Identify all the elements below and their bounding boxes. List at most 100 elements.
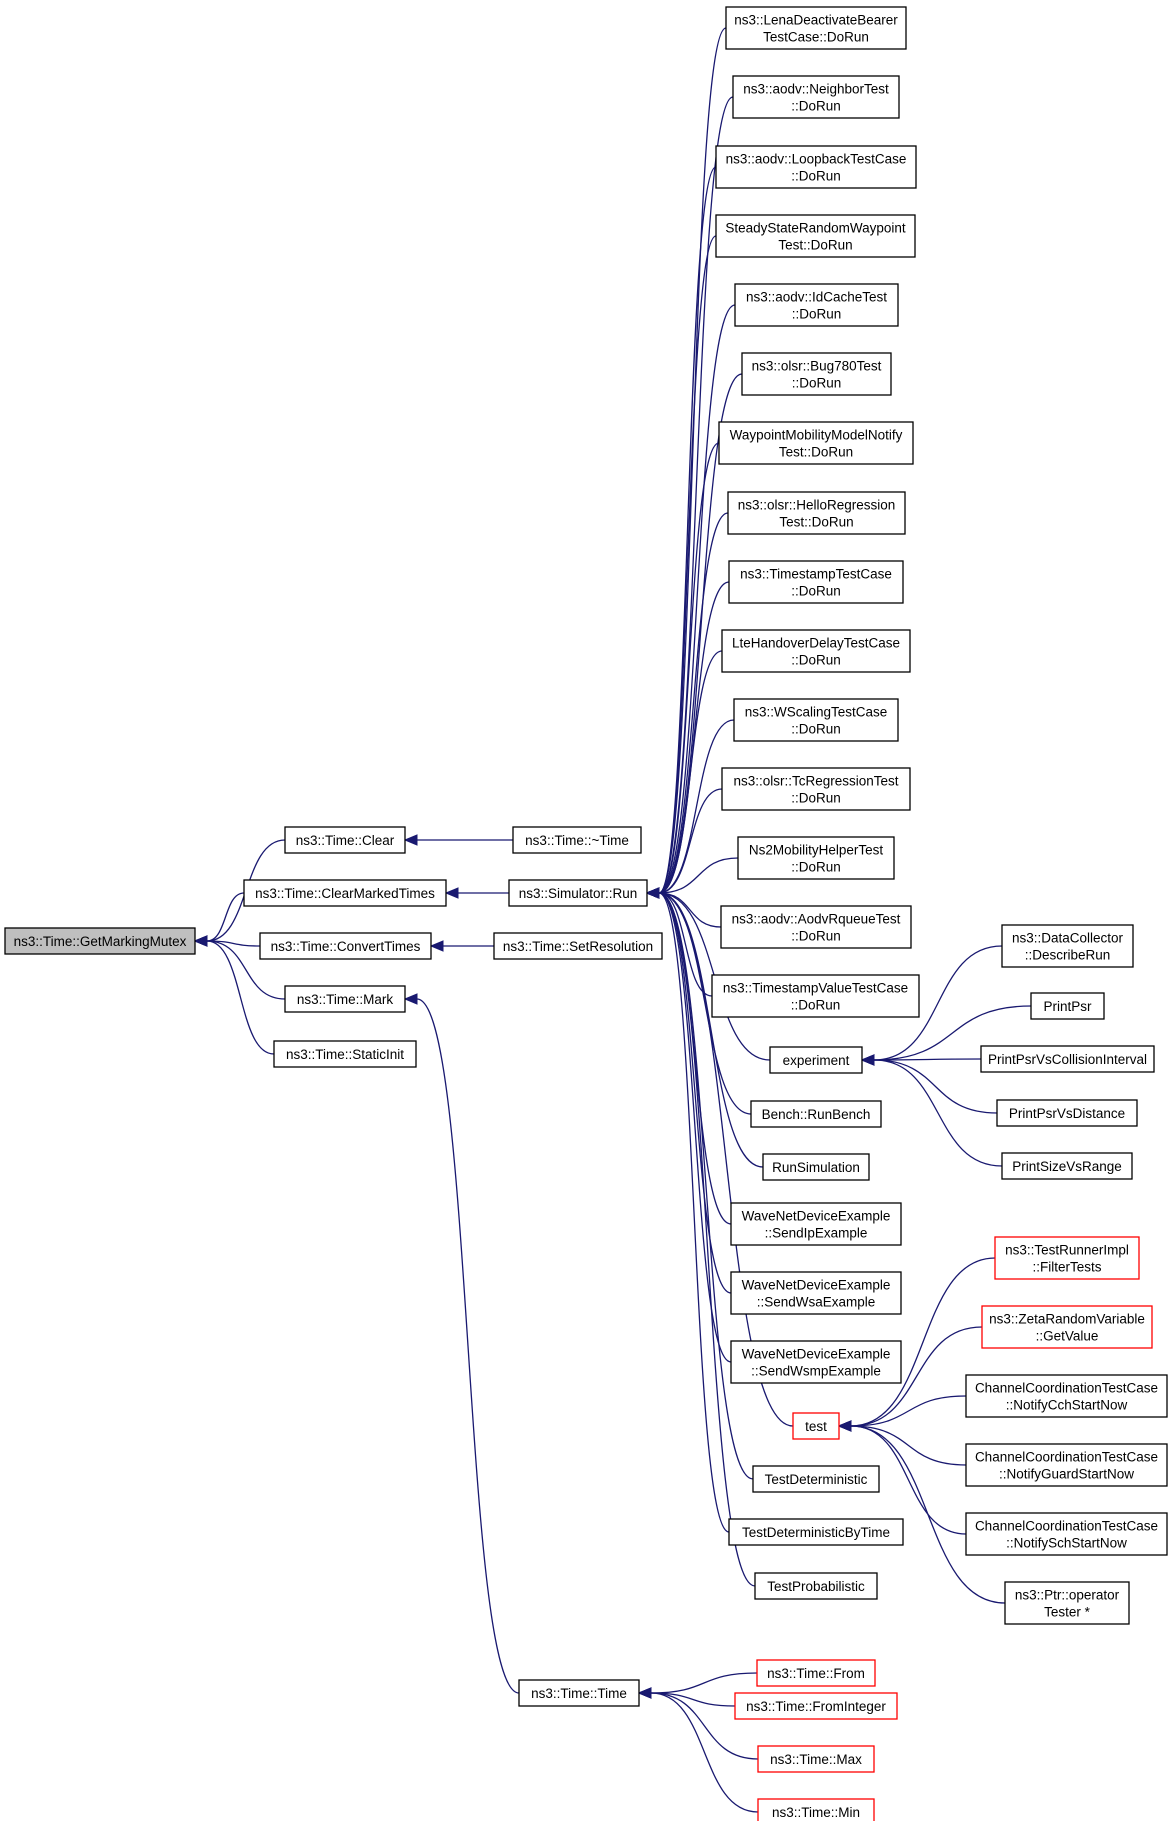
node-getvalue[interactable]: ns3::ZetaRandomVariable::GetValue	[981, 1305, 1153, 1349]
node-label-converttimes-0: ns3::Time::ConvertTimes	[271, 939, 421, 954]
node-box-printpsrdist	[996, 1099, 1138, 1127]
node-notifycch[interactable]: ChannelCoordinationTestCase::NotifyCchSt…	[965, 1374, 1168, 1418]
node-box-n8	[727, 491, 906, 535]
node-box-testdetbytime	[728, 1518, 904, 1546]
node-experiment[interactable]: experiment	[769, 1046, 863, 1074]
node-n10[interactable]: LteHandoverDelayTestCase::DoRun	[721, 629, 911, 673]
node-box-getmarkingmutex	[4, 927, 196, 955]
node-clear[interactable]: ns3::Time::Clear	[284, 826, 406, 854]
node-label-n15-0: ns3::TimestampValueTestCase	[723, 981, 908, 996]
node-testdetbytime[interactable]: TestDeterministicByTime	[728, 1518, 904, 1546]
node-notifyguard[interactable]: ChannelCoordinationTestCase::NotifyGuard…	[965, 1443, 1168, 1487]
node-min[interactable]: ns3::Time::Min	[757, 1798, 875, 1821]
node-n3[interactable]: ns3::aodv::LoopbackTestCase::DoRun	[715, 145, 917, 189]
edge-clearmarkedtimes-to-getmarkingmutex	[206, 892, 245, 942]
edge-from-to-time	[650, 1672, 758, 1694]
node-label-printpsrcoll-0: PrintPsrVsCollisionInterval	[988, 1052, 1147, 1067]
node-box-n14	[720, 905, 912, 949]
node-max[interactable]: ns3::Time::Max	[757, 1745, 875, 1773]
node-box-n5	[734, 283, 899, 327]
edge-printpsr-to-experiment	[873, 1005, 1032, 1061]
node-box-filtertests	[994, 1236, 1140, 1280]
node-n15[interactable]: ns3::TimestampValueTestCase::DoRun	[711, 974, 920, 1018]
node-label-n8-1: Test::DoRun	[779, 515, 853, 530]
node-testdet[interactable]: TestDeterministic	[752, 1465, 880, 1493]
node-sendwsa[interactable]: WaveNetDeviceExample::SendWsaExample	[730, 1271, 902, 1315]
node-label-notifycch-1: ::NotifyCchStartNow	[1006, 1398, 1128, 1413]
node-label-n3-0: ns3::aodv::LoopbackTestCase	[726, 152, 907, 167]
node-label-sendwsa-1: ::SendWsaExample	[757, 1295, 876, 1310]
node-n12[interactable]: ns3::olsr::TcRegressionTest::DoRun	[721, 767, 911, 811]
edge-notifycch-to-test	[850, 1395, 967, 1427]
arrowhead-testprob-to-run	[645, 887, 660, 899]
node-box-n4	[715, 214, 916, 258]
node-label-n7-1: Test::DoRun	[779, 445, 853, 460]
node-time[interactable]: ns3::Time::Time	[518, 1679, 640, 1707]
arrowhead-time-to-mark	[403, 993, 418, 1005]
node-label-n11-0: ns3::WScalingTestCase	[745, 705, 888, 720]
node-label-clearmarkedtimes-0: ns3::Time::ClearMarkedTimes	[255, 886, 435, 901]
node-filtertests[interactable]: ns3::TestRunnerImpl::FilterTests	[994, 1236, 1140, 1280]
node-box-experiment	[769, 1046, 863, 1074]
node-printpsr[interactable]: PrintPsr	[1030, 992, 1105, 1020]
edge-n7-to-run	[658, 442, 720, 894]
node-runbench[interactable]: Bench::RunBench	[750, 1100, 882, 1128]
node-staticinit[interactable]: ns3::Time::StaticInit	[273, 1040, 417, 1068]
node-test[interactable]: test	[792, 1412, 840, 1440]
node-mark[interactable]: ns3::Time::Mark	[284, 985, 406, 1013]
edge-testdetbytime-to-run	[658, 892, 730, 1533]
node-printsize[interactable]: PrintSizeVsRange	[1001, 1152, 1133, 1180]
node-run[interactable]: ns3::Simulator::Run	[508, 879, 648, 907]
edge-describerun-to-experiment	[873, 945, 1003, 1061]
node-n13[interactable]: Ns2MobilityHelperTest::DoRun	[737, 836, 895, 880]
edge-frominteger-to-time	[650, 1692, 736, 1707]
node-printpsrcoll[interactable]: PrintPsrVsCollisionInterval	[980, 1045, 1155, 1073]
node-n14[interactable]: ns3::aodv::AodvRqueueTest::DoRun	[720, 905, 912, 949]
edges-layer	[193, 27, 1032, 1813]
arrowhead-printsize-to-experiment	[860, 1054, 875, 1066]
node-runsimulation[interactable]: RunSimulation	[762, 1153, 870, 1181]
node-testprob[interactable]: TestProbabilistic	[754, 1572, 878, 1600]
node-from[interactable]: ns3::Time::From	[756, 1659, 876, 1687]
node-describerun[interactable]: ns3::DataCollector::DescribeRun	[1001, 924, 1134, 968]
node-box-runbench	[750, 1100, 882, 1128]
node-label-printpsrdist-0: PrintPsrVsDistance	[1009, 1106, 1125, 1121]
node-box-testprob	[754, 1572, 878, 1600]
node-n9[interactable]: ns3::TimestampTestCase::DoRun	[728, 560, 904, 604]
node-box-n2	[732, 75, 900, 119]
node-dtor[interactable]: ns3::Time::~Time	[512, 826, 642, 854]
node-label-ptroperator-0: ns3::Ptr::operator	[1015, 1588, 1120, 1603]
node-clearmarkedtimes[interactable]: ns3::Time::ClearMarkedTimes	[243, 879, 447, 907]
node-n5[interactable]: ns3::aodv::IdCacheTest::DoRun	[734, 283, 899, 327]
node-n11[interactable]: ns3::WScalingTestCase::DoRun	[733, 698, 899, 742]
edge-n5-to-run	[658, 304, 736, 894]
node-label-time-0: ns3::Time::Time	[531, 1686, 627, 1701]
node-label-n8-0: ns3::olsr::HelloRegression	[738, 498, 896, 513]
node-sendip[interactable]: WaveNetDeviceExample::SendIpExample	[730, 1202, 902, 1246]
node-box-printpsrcoll	[980, 1045, 1155, 1073]
node-label-min-0: ns3::Time::Min	[772, 1805, 860, 1820]
node-label-notifyguard-1: ::NotifyGuardStartNow	[999, 1467, 1134, 1482]
arrowhead-run-to-clearmarkedtimes	[444, 887, 459, 899]
node-n2[interactable]: ns3::aodv::NeighborTest::DoRun	[732, 75, 900, 119]
node-sendwsmp[interactable]: WaveNetDeviceExample::SendWsmpExample	[730, 1340, 902, 1384]
node-n6[interactable]: ns3::olsr::Bug780Test::DoRun	[741, 352, 892, 396]
node-converttimes[interactable]: ns3::Time::ConvertTimes	[259, 932, 432, 960]
node-notifysch[interactable]: ChannelCoordinationTestCase::NotifySchSt…	[965, 1512, 1168, 1556]
node-frominteger[interactable]: ns3::Time::FromInteger	[734, 1692, 898, 1720]
node-getmarkingmutex[interactable]: ns3::Time::GetMarkingMutex	[4, 927, 196, 955]
node-setresolution[interactable]: ns3::Time::SetResolution	[493, 932, 663, 960]
node-label-staticinit-0: ns3::Time::StaticInit	[286, 1047, 404, 1062]
node-box-n15	[711, 974, 920, 1018]
edge-printpsrdist-to-experiment	[873, 1059, 998, 1114]
node-label-sendwsmp-0: WaveNetDeviceExample	[742, 1347, 891, 1362]
node-printpsrdist[interactable]: PrintPsrVsDistance	[996, 1099, 1138, 1127]
node-label-ptroperator-1: Tester *	[1044, 1605, 1091, 1620]
edge-mark-to-getmarkingmutex	[206, 940, 286, 1000]
